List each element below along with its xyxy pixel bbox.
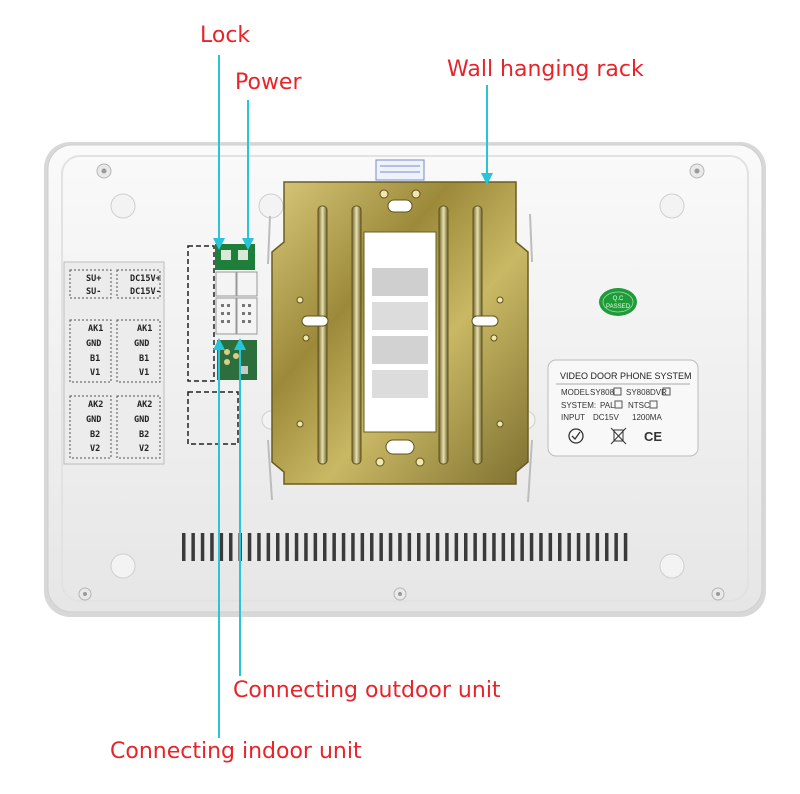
term-ak1-r: AK1 [137, 324, 152, 334]
outdoor-unit-callout: Connecting outdoor unit [233, 678, 501, 703]
vent-slot [529, 533, 534, 561]
term-b2-l: B2 [90, 430, 100, 440]
vent-slot [445, 533, 449, 561]
term-b1-l: B1 [90, 354, 100, 364]
vent-slot [182, 533, 186, 561]
vent-slot [614, 533, 618, 561]
vent-slot [229, 533, 233, 561]
term-dc15v-minus: DC15V- [130, 287, 161, 297]
vent-slot [539, 533, 543, 561]
qc-passed-sticker: Q.C PASSED [599, 288, 637, 316]
wall-rack-callout: Wall hanging rack [447, 57, 644, 82]
weee-bin-icon [610, 427, 627, 445]
vent-slot [210, 533, 214, 561]
wall-hanging-rack [271, 181, 529, 485]
vent-slot [558, 533, 562, 561]
vent-slot [276, 533, 280, 561]
vent-slot [464, 533, 468, 561]
vent-slot [304, 533, 308, 561]
vent-slot [388, 533, 393, 561]
ventilation-slots [182, 533, 628, 561]
vent-slot [266, 533, 271, 561]
outdoor-unit-connector [236, 297, 258, 335]
vent-slot [360, 533, 365, 561]
vent-slot [482, 533, 487, 561]
vent-slot [379, 533, 383, 561]
vent-slot [407, 533, 412, 561]
callout-arrowheads [213, 173, 493, 350]
vent-slot [247, 533, 252, 561]
vent-slot [219, 533, 224, 561]
vent-slot [370, 533, 374, 561]
term-dc15v-plus: DC15V+ [130, 274, 161, 284]
term-gnd1-l: GND [86, 339, 101, 349]
term-v1-r: V1 [139, 368, 149, 378]
term-ak1-l: AK1 [88, 324, 103, 334]
vent-slot [435, 533, 440, 561]
term-gnd1-r: GND [134, 339, 149, 349]
housing-clips [267, 213, 533, 503]
term-ak2-r: AK2 [137, 400, 152, 410]
term-v2-r: V2 [139, 444, 149, 454]
indoor-unit-connector [215, 297, 237, 335]
vent-slot [520, 533, 524, 561]
term-ak2-l: AK2 [88, 400, 103, 410]
vent-slot [200, 533, 205, 561]
power-callout: Power [235, 70, 302, 95]
vent-slot [417, 533, 421, 561]
vent-slot [501, 533, 506, 561]
svg-text:MODEL: MODEL [561, 388, 590, 397]
term-b2-r: B2 [139, 430, 149, 440]
svg-text:PAL: PAL [600, 401, 615, 410]
vent-slot [323, 533, 327, 561]
term-v1-l: V1 [90, 368, 100, 378]
svg-text:INPUT: INPUT [561, 413, 585, 422]
term-su-minus: SU- [86, 287, 101, 297]
vent-slot [285, 533, 289, 561]
callout-pointers [218, 55, 488, 738]
vent-slot [332, 533, 336, 561]
ce-mark: CE [644, 429, 662, 444]
svg-text:NTSC: NTSC [628, 401, 650, 410]
vent-slot [548, 533, 553, 561]
vent-slot [623, 533, 628, 561]
vent-slot [426, 533, 430, 561]
vent-slot [454, 533, 459, 561]
svg-text:SY808: SY808 [590, 388, 615, 397]
wiring-diagram-panel: SU+ SU- DC15V+ DC15V- AK1 GND B1 V1 AK1 … [63, 261, 165, 465]
vent-slot [576, 533, 581, 561]
term-gnd2-r: GND [134, 415, 149, 425]
vent-slot [511, 533, 515, 561]
vent-slot [492, 533, 496, 561]
lock-callout: Lock [200, 23, 251, 48]
vent-slot [398, 533, 402, 561]
product-label: VIDEO DOOR PHONE SYSTEM MODEL SY808 SY80… [547, 359, 699, 457]
vent-slot [257, 533, 261, 561]
vent-slot [191, 533, 195, 561]
serial-sticker [375, 159, 425, 181]
svg-text:SY808DVR: SY808DVR [626, 388, 667, 397]
vent-slot [595, 533, 600, 561]
svg-text:1200MA: 1200MA [632, 413, 662, 422]
term-su-plus: SU+ [86, 274, 101, 284]
cert-check-icon [568, 428, 584, 444]
svg-text:Q.C: Q.C [613, 296, 624, 302]
indoor-unit-callout: Connecting indoor unit [110, 739, 362, 764]
vent-slot [341, 533, 346, 561]
vent-slot [473, 533, 477, 561]
vent-slot [294, 533, 299, 561]
svg-text:PASSED: PASSED [606, 304, 631, 310]
svg-text:SYSTEM:: SYSTEM: [561, 401, 596, 410]
term-gnd2-l: GND [86, 415, 101, 425]
vent-slot [313, 533, 318, 561]
vent-slot [351, 533, 355, 561]
vent-slot [567, 533, 571, 561]
term-v2-l: V2 [90, 444, 100, 454]
term-b1-r: B1 [139, 354, 149, 364]
svg-text:DC15V: DC15V [593, 413, 619, 422]
vent-slot [586, 533, 590, 561]
label-title: VIDEO DOOR PHONE SYSTEM [560, 371, 692, 381]
vent-slot [605, 533, 609, 561]
